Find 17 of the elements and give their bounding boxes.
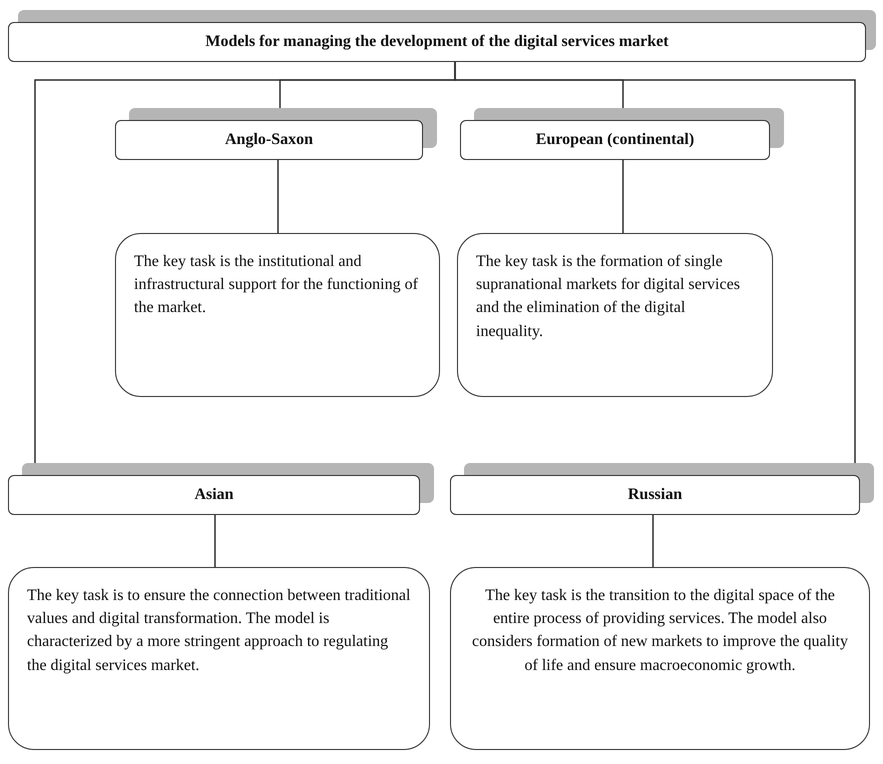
description-box [457, 233, 773, 397]
description-text: The key task is the institutional and infrastructural support for the functioning of the market. [134, 252, 419, 318]
heading-text: Russian [628, 485, 682, 506]
heading-text: Models for managing the development of the digital services market [205, 32, 669, 52]
description-text: The key task is to ensure the connection between traditional values and digital transformation. The model is characterized by a more stringent approach to regulating the digital services market. [27, 586, 411, 676]
description-text: The key task is the transition to the digital space of the entire process of providing services. The model also considers formation of new markets to improve the quality of life and ensure macroeconomic growth. [471, 586, 849, 676]
heading-text: Asian [194, 485, 234, 506]
connector-line [214, 515, 216, 567]
connector-line [622, 160, 624, 233]
connector-line [277, 160, 279, 233]
description-text: The key task is the formation of single supranational markets for digital services and the elimination of the digital inequality. [476, 252, 741, 342]
connector-line [652, 515, 654, 567]
description-box [450, 567, 870, 750]
description-box [8, 567, 430, 750]
heading-text: Anglo-Saxon [224, 130, 314, 150]
heading-text: European (continental) [536, 130, 694, 150]
description-box [115, 233, 440, 397]
